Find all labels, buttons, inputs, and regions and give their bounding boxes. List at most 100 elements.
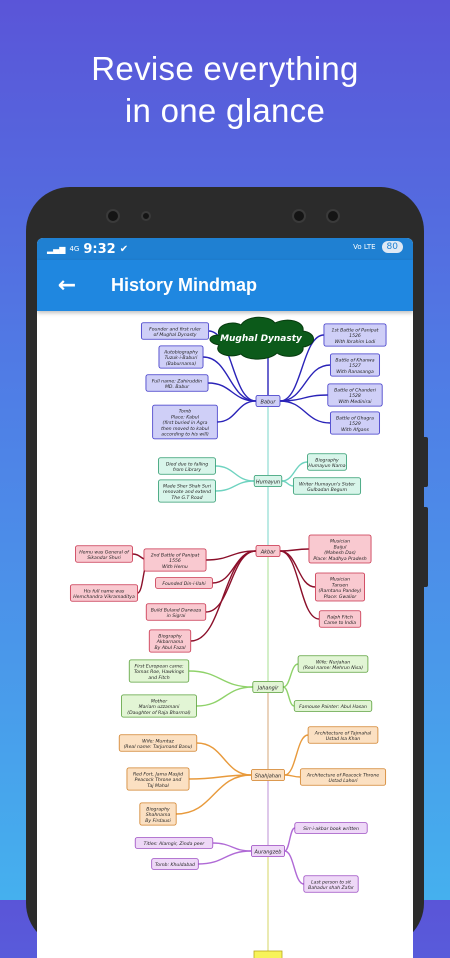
detail-babur-right-text: 1529 xyxy=(349,421,361,427)
mindmap-connector xyxy=(202,356,257,402)
detail-akbar-left-text: 1556 xyxy=(169,558,181,564)
mindmap-connector xyxy=(196,742,252,776)
detail-akbar-right-text: Place: Madhya Pradesh xyxy=(313,556,366,562)
detail-shahjahan-left[interactable]: Wife: Mumtaz(Real name: Tarjumand Banu) xyxy=(118,734,198,752)
mindmap-connector xyxy=(215,480,255,492)
promo-headline: Revise everything in one glance xyxy=(0,48,450,132)
detail-jahangir-right-text: (Real name: Mehrun Nisa) xyxy=(303,665,363,671)
node-aurangzeb[interactable]: Aurangzeb xyxy=(250,844,285,858)
detail-akbar-left-text: Akbarnama xyxy=(156,639,184,645)
node-humayun-box xyxy=(253,474,283,488)
detail-akbar-left-box xyxy=(145,603,207,621)
detail-jahangir-right[interactable]: Wife: Nurjahan(Real name: Mehrun Nisa) xyxy=(297,655,369,673)
detail-hemu-text: Hemchandra Vikramaditya xyxy=(73,594,135,600)
volte-label: Vo LTE xyxy=(353,243,376,251)
detail-babur-left-text: (first buried in Agra xyxy=(163,420,208,426)
detail-humayun-right-box xyxy=(292,477,362,495)
node-shahjahan[interactable]: Shahjahan xyxy=(250,768,285,782)
detail-aurangzeb-left-text: Tomb: Khuldabad xyxy=(155,862,195,868)
detail-jahangir-right-box xyxy=(293,700,373,712)
detail-shahjahan-left-text: Wife: Mumtaz xyxy=(142,738,174,744)
detail-babur-right-box xyxy=(323,323,387,347)
arrow-left-icon[interactable]: ← xyxy=(57,273,77,298)
detail-babur-left-text: MD. Babur xyxy=(165,384,190,390)
detail-babur-left-text: Tomb xyxy=(179,409,192,415)
detail-akbar-right-box xyxy=(314,572,366,602)
detail-shahjahan-right-text: Ustad Isa Khan xyxy=(326,736,361,742)
detail-aurangzeb-right-box xyxy=(303,875,359,893)
status-time: 9:32 xyxy=(83,241,116,257)
phone-frame: ▂▄▆ 4G 9:32 ✔ Vo LTE 80 ← History Mindma… xyxy=(26,187,428,958)
mindmap-connector xyxy=(208,382,257,402)
mindmap-root[interactable]: Mughal Dynasty xyxy=(209,316,314,360)
detail-aurangzeb-right[interactable]: Sirr-i-akbar book written xyxy=(294,822,368,834)
node-aurangzeb-box xyxy=(250,844,285,858)
detail-humayun-left-text: Died due to falling xyxy=(166,461,208,467)
detail-jahangir-right-text: Wife: Nurjahan xyxy=(316,659,350,665)
node-jahangir-text: Jahangir xyxy=(257,685,280,691)
detail-shahjahan-right-box xyxy=(299,768,387,786)
detail-shahjahan-left-text: Biography xyxy=(146,806,170,812)
mindmap-connector xyxy=(279,550,320,620)
root-label: Mughal Dynasty xyxy=(220,334,303,344)
status-bar: ▂▄▆ 4G 9:32 ✔ Vo LTE 80 xyxy=(37,238,413,260)
detail-babur-right-box xyxy=(329,411,381,435)
detail-jahangir-left[interactable]: First European came:Tomas Roe, Hawkingsa… xyxy=(128,659,190,683)
node-jahangir[interactable]: Jahangir xyxy=(252,680,284,694)
notification-icon: ✔ xyxy=(119,243,129,255)
mindmap-connector xyxy=(215,465,255,482)
detail-jahangir-left-text: Mariam uzzamani xyxy=(139,704,180,710)
node-humayun[interactable]: Humayun xyxy=(253,474,283,488)
mindmap-connector xyxy=(281,480,294,487)
app-bar: ← History Mindmap xyxy=(37,260,413,311)
detail-jahangir-right[interactable]: Famouse Painter: Abul Hasan xyxy=(293,700,373,712)
sensor-icon xyxy=(141,211,151,221)
detail-akbar-right-text: (Ramtanu Pandey) xyxy=(319,588,362,594)
detail-aurangzeb-left-box xyxy=(134,837,214,849)
node-akbar[interactable]: Akbar xyxy=(255,544,281,558)
detail-akbar-right-text: Musician xyxy=(330,539,350,545)
node-aurangzeb-text: Aurangzeb xyxy=(254,849,282,855)
detail-babur-right-text: 1526 xyxy=(349,333,361,339)
detail-jahangir-right-box xyxy=(297,655,369,673)
detail-aurangzeb-left[interactable]: Titles: Alamgir, Zinda peer xyxy=(134,837,214,849)
detail-humayun-left-box xyxy=(158,457,216,475)
node-babur[interactable]: Babur xyxy=(255,394,281,408)
detail-akbar-left-text: 2nd Battle of Panipat xyxy=(151,552,200,558)
mindmap-connector xyxy=(208,330,257,402)
detail-babur-right-text: With Medinirai xyxy=(338,399,372,405)
mindmap-connector xyxy=(282,663,299,688)
detail-akbar-right-text: Came to India xyxy=(324,620,356,626)
detail-akbar-left[interactable]: Founded Din-i-Ilahi xyxy=(155,577,213,589)
detail-aurangzeb-left[interactable]: Tomb: Khuldabad xyxy=(151,858,199,870)
detail-humayun-right-text: Humayun Nama xyxy=(308,463,345,469)
